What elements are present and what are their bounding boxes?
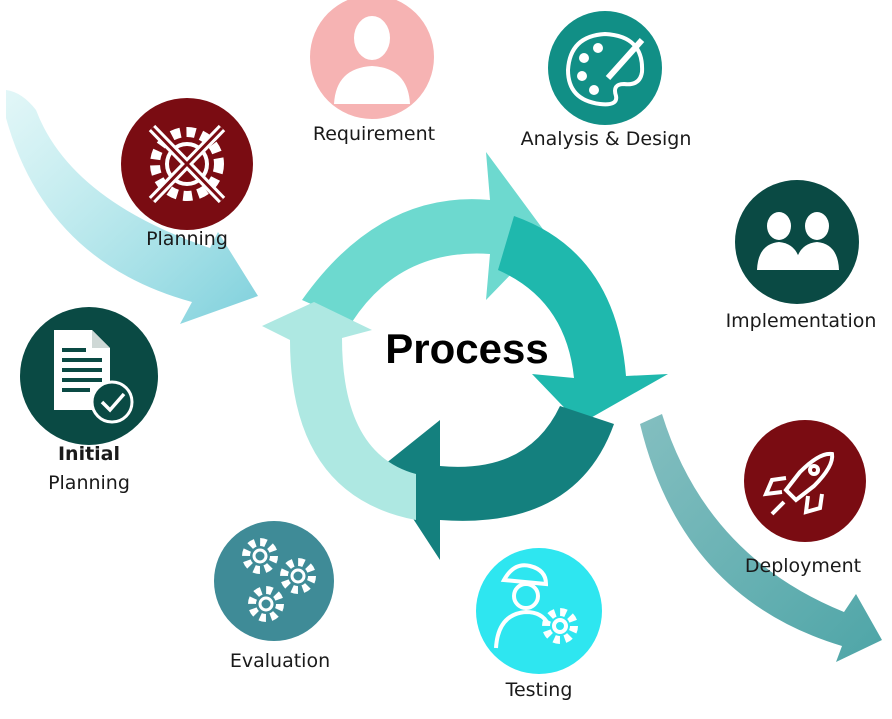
planning-node [121, 98, 253, 230]
initial-planning-label: Initial Planning [29, 440, 149, 498]
deployment-circle [744, 420, 866, 542]
testing-circle [476, 548, 602, 674]
deployment-label: Deployment [744, 555, 862, 577]
testing-node [476, 548, 602, 674]
person-icon [334, 16, 410, 104]
evaluation-circle [214, 521, 334, 641]
worker-gear-icon [494, 563, 578, 649]
analysis-design-circle [548, 11, 662, 125]
testing-label: Testing [505, 679, 573, 701]
initial-label-rest: Planning [48, 472, 130, 494]
planning-label: Planning [146, 228, 228, 250]
implementation-circle [735, 180, 859, 304]
cycle-ring [262, 152, 668, 560]
incoming-arrow [6, 90, 258, 324]
cycle-arrow-left [262, 302, 416, 520]
gears-icon [242, 538, 316, 622]
analysis-design-label: Analysis & Design [520, 128, 692, 150]
center-title: Process [385, 325, 549, 372]
analysis-design-node [548, 11, 662, 125]
cycle-arrow-top [302, 152, 548, 322]
cycle-arrow-right [498, 216, 668, 424]
deployment-node [744, 420, 866, 542]
palette-icon [565, 31, 645, 107]
requirement-label: Requirement [312, 123, 436, 145]
implementation-node [735, 180, 859, 304]
initial-label-bold: Initial [57, 443, 121, 465]
rocket-icon [762, 451, 835, 516]
evaluation-label: Evaluation [229, 650, 331, 672]
document-check-icon [54, 330, 134, 424]
requirement-node [310, 0, 434, 119]
initial-planning-node [20, 307, 158, 445]
evaluation-node [214, 521, 334, 641]
two-people-icon [757, 212, 839, 270]
cycle-arrow-bottom [380, 406, 614, 560]
tools-gear-icon [148, 124, 226, 204]
implementation-label: Implementation [725, 310, 877, 332]
outgoing-arrow [640, 414, 882, 662]
